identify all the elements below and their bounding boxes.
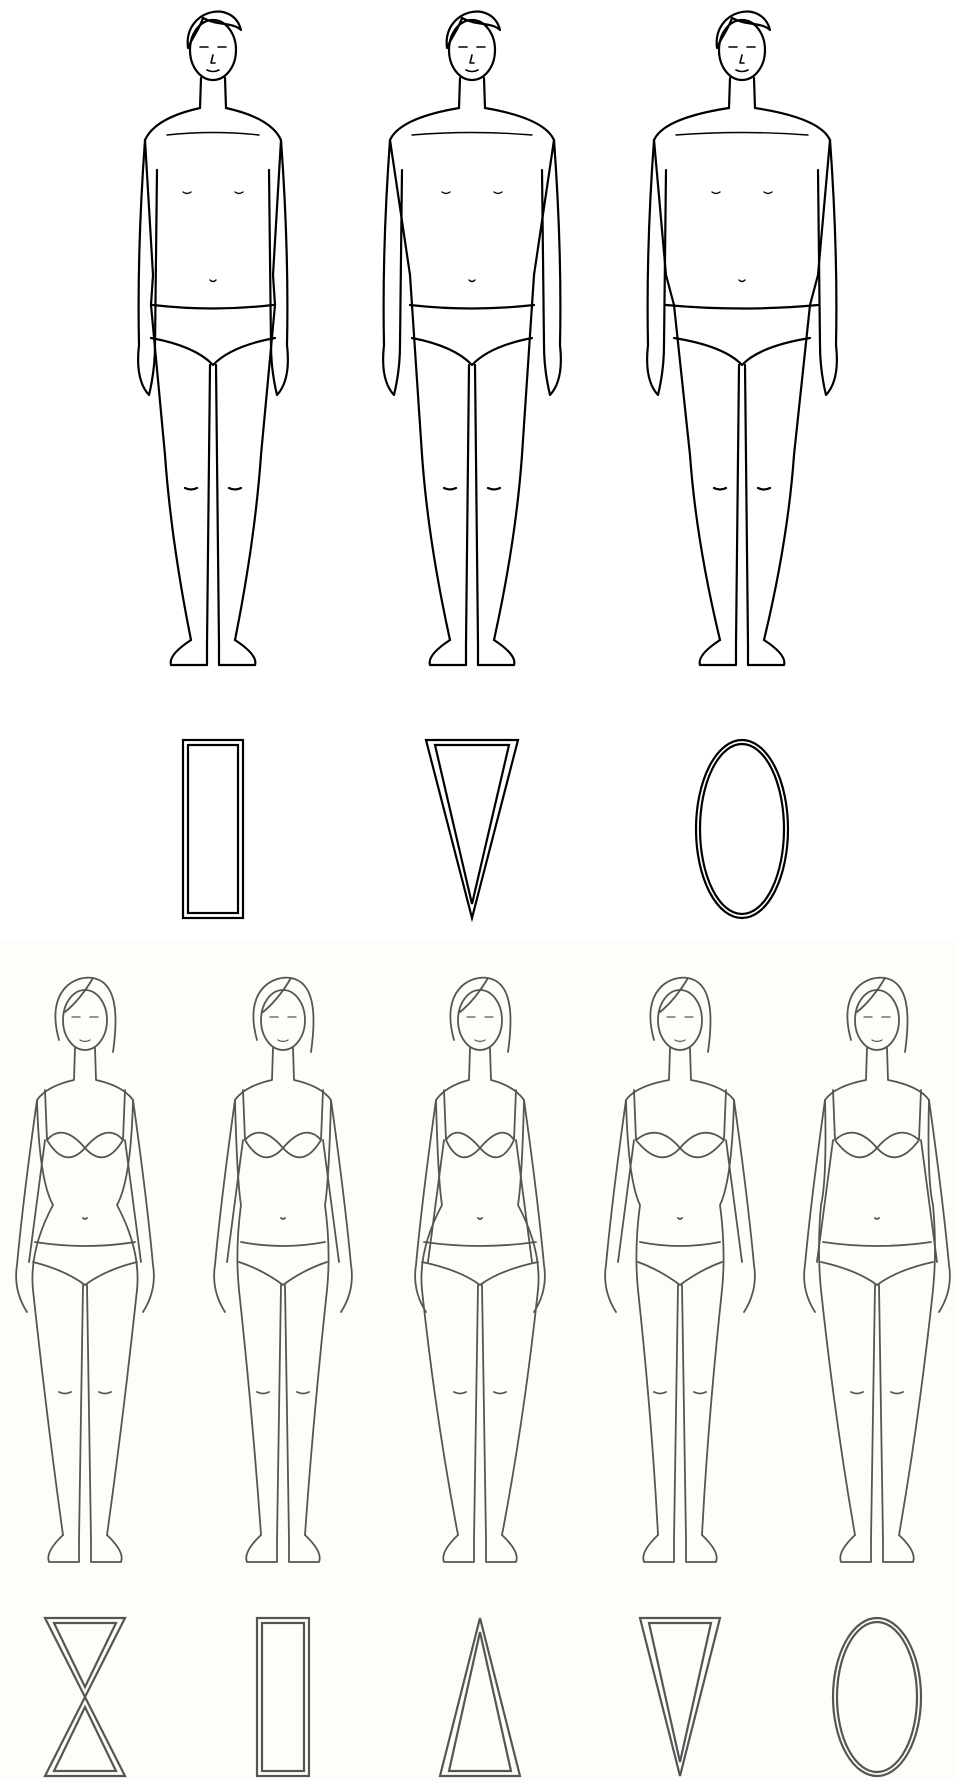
female-panel-background [0, 940, 956, 1781]
